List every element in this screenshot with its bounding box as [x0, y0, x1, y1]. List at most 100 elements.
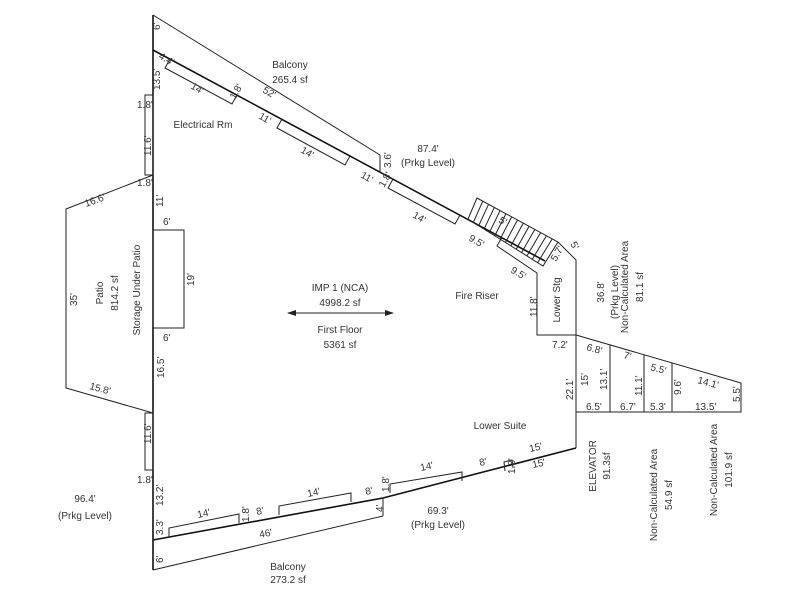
dimension-label: 6': [155, 555, 166, 563]
stair-tread: [478, 204, 490, 226]
dimension-label: 11': [359, 170, 375, 186]
stair-tread: [483, 207, 495, 230]
outline-lines: [65, 14, 742, 571]
dimension-label: 13.2': [155, 485, 166, 506]
dimension-label: 8': [255, 506, 265, 518]
stair-tread: [537, 238, 553, 263]
prkg-top-dim: 87.4': [417, 144, 438, 155]
dimension-label: 9.5': [467, 233, 486, 250]
dimension-label: 8': [478, 457, 488, 469]
dimension-label: 46': [258, 527, 273, 540]
stair-tread: [526, 232, 542, 257]
prkg-bottom-level: (Prkg Level): [411, 520, 465, 531]
dimension-label: 13.5': [695, 402, 716, 413]
nca-101-label: Non-Calculated Area: [709, 423, 720, 516]
electrical-room-label: Electrical Rm: [174, 120, 233, 131]
first-floor-label: First Floor: [318, 325, 364, 336]
stair-tread: [499, 216, 513, 240]
dimension-label: 1.8': [241, 506, 252, 522]
balcony-top-size: 265.4 sf: [272, 75, 308, 86]
dimension-label: 16.5': [156, 357, 167, 378]
dimension-label: 15': [580, 373, 591, 386]
dimension-label: 6': [163, 217, 171, 228]
stair-tread: [505, 219, 518, 243]
dimension-label: 11.6': [143, 423, 154, 444]
dimension-label: 14': [189, 81, 206, 97]
stair-tread: [472, 200, 484, 223]
dimension-label: 5.7': [549, 244, 566, 263]
dimension-label: 5.5': [649, 362, 667, 377]
dimension-label: 5': [567, 240, 580, 252]
dimension-label: 11.8': [529, 296, 540, 317]
nca-81-size: 81.1 sf: [635, 272, 646, 302]
elevator-label: ELEVATOR: [588, 440, 599, 492]
dimension-label: 15': [531, 457, 546, 470]
prkg-stg-level: (Prkg Level): [610, 265, 621, 319]
dimension-label: 14': [306, 486, 321, 499]
first-floor-size: 5361 sf: [324, 340, 357, 351]
nca-54-label: Non-Calculated Area: [649, 448, 660, 541]
dimension-label: 4.4': [157, 51, 176, 68]
dimension-label: 3.3': [155, 519, 166, 535]
dimension-label: 13.1': [599, 369, 610, 390]
dimension-label: 1.8': [381, 476, 392, 492]
dimension-label: 3.6': [383, 152, 394, 168]
stair-tread: [515, 226, 530, 250]
lower-suite-label: Lower Suite: [474, 421, 527, 432]
prkg-bottom-dim: 69.3': [427, 506, 448, 517]
dimension-label: 1.8': [137, 475, 153, 486]
nca-101-size: 101.9 sf: [724, 452, 735, 488]
stair-tread: [488, 210, 501, 233]
prkg-left-dim: 96.4': [74, 494, 95, 505]
imp-size: 4998.2 sf: [319, 298, 360, 309]
dimension-label: 1.8': [507, 458, 518, 474]
balcony-bottom-label: Balcony: [270, 562, 306, 573]
dimension-label: 11': [155, 195, 166, 207]
nca-54-size: 54.9 sf: [664, 480, 675, 510]
dimension-label: 52': [261, 85, 278, 101]
stair-tread: [510, 222, 524, 247]
stair-tread: [531, 235, 547, 260]
dimension-label: 19': [186, 273, 197, 286]
dimension-label: 35': [69, 293, 80, 306]
dimension-label: 6': [152, 22, 163, 30]
fire-riser-label: Fire Riser: [455, 291, 499, 302]
dimension-label: 14': [419, 460, 434, 473]
patio-size: 814.2 sf: [110, 275, 121, 311]
dimension-label: 6.8': [585, 342, 603, 357]
dimension-label: 15.8': [88, 381, 112, 397]
dimension-label: 16.6': [83, 192, 107, 210]
dimension-label: 5.3': [650, 402, 666, 413]
dimension-label: 6.7': [620, 402, 636, 413]
dimension-label: 1.8': [137, 100, 153, 111]
dimension-label: 9.6': [673, 379, 684, 395]
dimension-label: 14': [411, 210, 428, 226]
balcony-top-label: Balcony: [272, 60, 308, 71]
dimension-label: 7.2': [552, 340, 568, 351]
dimension-label: 8': [364, 486, 374, 498]
dimension-label: 22.1': [565, 379, 576, 400]
dimension-label: 9.5': [509, 265, 528, 282]
dimension-label: 14': [196, 507, 211, 520]
dimension-label: 6': [163, 333, 171, 344]
prkg-left-level: (Prkg Level): [58, 511, 112, 522]
prkg-top-level: (Prkg Level): [401, 158, 455, 169]
imp-label: IMP 1 (NCA): [312, 283, 369, 294]
storage-label: Storage Under Patio: [132, 244, 143, 335]
dimension-label: 11.6': [143, 135, 154, 156]
prkg-stg-dim: 36.8': [596, 281, 607, 302]
dimension-label: 11.1': [634, 375, 645, 396]
dimension-label: 1.8': [137, 178, 153, 189]
patio-label: Patio: [95, 281, 106, 304]
dimension-label: 11': [257, 111, 273, 127]
dimension-label: 4': [375, 504, 386, 512]
dimension-label: 13.5': [152, 69, 163, 90]
dimension-label: 15': [528, 441, 543, 454]
dimension-label: 7': [622, 350, 632, 363]
nca-81-label: Non-Calculated Area: [620, 240, 631, 333]
area-labels: Balcony 265.4 sf Electrical Rm 87.4' (Pr…: [58, 60, 735, 586]
lower-stg-label: Lower Stg: [552, 277, 563, 322]
elevator-size: 91.3sf: [602, 452, 613, 479]
stair-tread: [494, 213, 507, 237]
